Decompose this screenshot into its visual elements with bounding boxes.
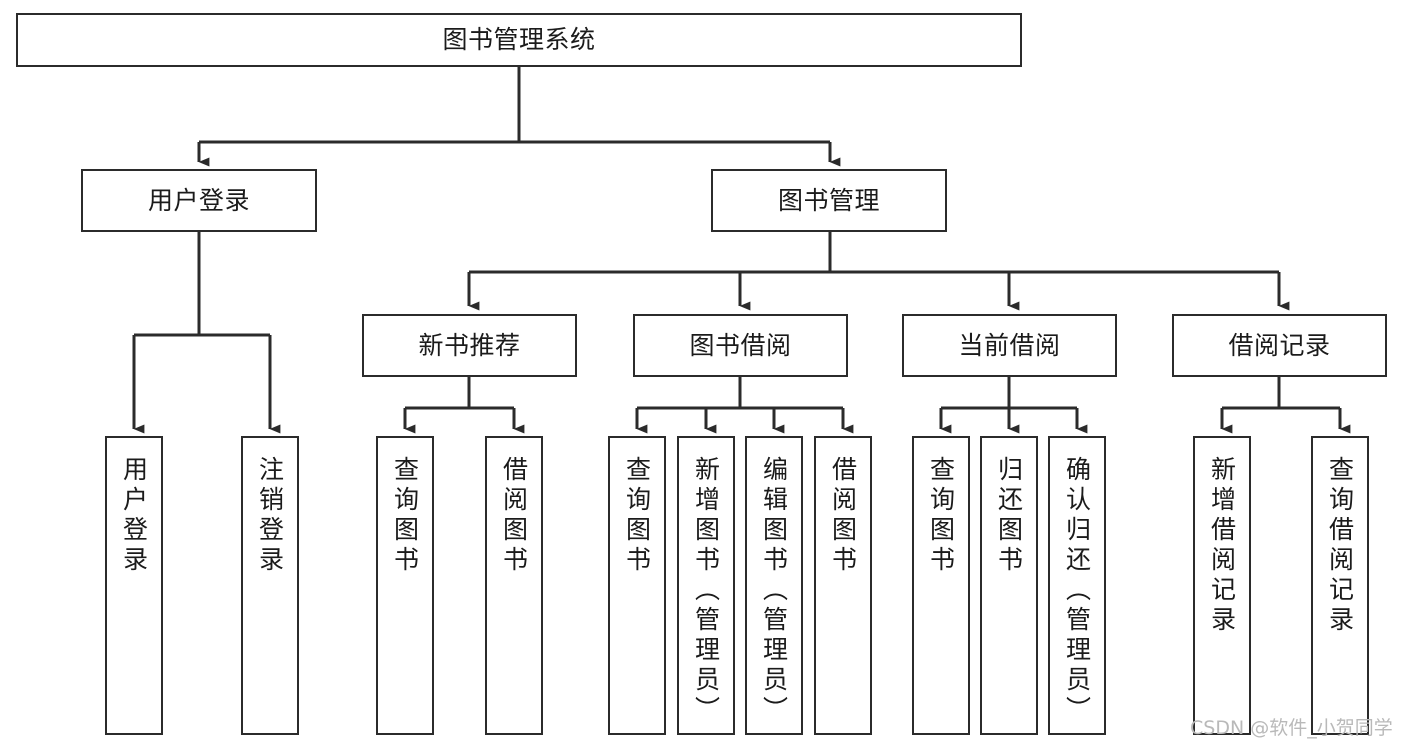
node-leaf-query-book-3[interactable]: 查询图书 xyxy=(912,436,970,735)
node-label: 图书管理 xyxy=(777,185,880,215)
node-label: 图书借阅 xyxy=(689,330,792,360)
node-book-manage[interactable]: 图书管理 xyxy=(711,169,947,232)
node-label: 查询图书 xyxy=(390,456,420,576)
node-user-login[interactable]: 用户登录 xyxy=(81,169,317,232)
node-root-图书管理系统[interactable]: 图书管理系统 xyxy=(16,13,1022,67)
node-leaf-return-book[interactable]: 归还图书 xyxy=(980,436,1038,735)
node-leaf-query-book-2[interactable]: 查询图书 xyxy=(608,436,666,735)
node-leaf-user-logout[interactable]: 注销登录 xyxy=(241,436,299,735)
node-borrow-record[interactable]: 借阅记录 xyxy=(1172,314,1387,377)
node-label: 注销登录 xyxy=(255,456,285,576)
node-leaf-borrow-book-2[interactable]: 借阅图书 xyxy=(814,436,872,735)
node-label: 当前借阅 xyxy=(958,330,1061,360)
node-label: 新增借阅记录 xyxy=(1207,456,1237,636)
node-label: 用户登录 xyxy=(119,456,149,576)
node-label: 用户登录 xyxy=(147,185,250,215)
node-label: 新增图书（管理员） xyxy=(691,456,721,726)
node-label: 查询图书 xyxy=(622,456,652,576)
node-leaf-add-record[interactable]: 新增借阅记录 xyxy=(1193,436,1251,735)
node-leaf-add-book[interactable]: 新增图书（管理员） xyxy=(677,436,735,735)
node-leaf-query-record[interactable]: 查询借阅记录 xyxy=(1311,436,1369,735)
node-label: 归还图书 xyxy=(994,456,1024,576)
node-label: 新书推荐 xyxy=(418,330,521,360)
csdn-watermark: CSDN @软件_小贺同学 xyxy=(1190,717,1393,739)
node-label: 查询借阅记录 xyxy=(1325,456,1355,636)
node-label: 图书管理系统 xyxy=(442,25,596,55)
node-leaf-edit-book[interactable]: 编辑图书（管理员） xyxy=(745,436,803,735)
node-label: 查询图书 xyxy=(926,456,956,576)
node-label: 编辑图书（管理员） xyxy=(759,456,789,726)
node-leaf-user-login[interactable]: 用户登录 xyxy=(105,436,163,735)
node-leaf-query-book-1[interactable]: 查询图书 xyxy=(376,436,434,735)
node-book-borrow[interactable]: 图书借阅 xyxy=(633,314,848,377)
node-label: 借阅记录 xyxy=(1228,330,1331,360)
node-label: 借阅图书 xyxy=(499,456,529,576)
node-label: 确认归还（管理员） xyxy=(1062,456,1092,726)
node-current-borrow[interactable]: 当前借阅 xyxy=(902,314,1117,377)
node-label: 借阅图书 xyxy=(828,456,858,576)
node-leaf-confirm-return[interactable]: 确认归还（管理员） xyxy=(1048,436,1106,735)
node-leaf-borrow-book-1[interactable]: 借阅图书 xyxy=(485,436,543,735)
node-new-book-recommend[interactable]: 新书推荐 xyxy=(362,314,577,377)
